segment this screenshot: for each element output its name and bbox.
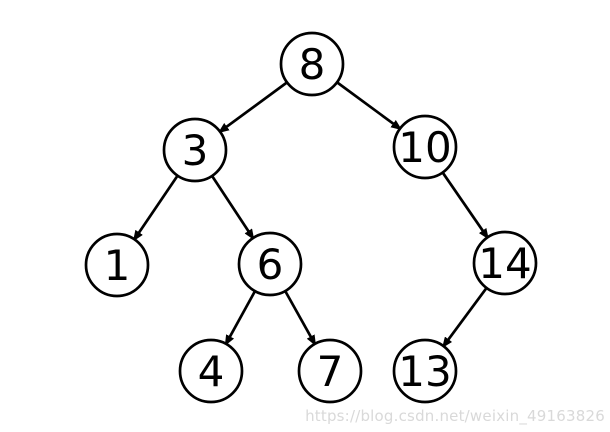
tree-node-4: 4 [178, 338, 244, 404]
node-label: 14 [478, 239, 531, 288]
node-circle [392, 114, 458, 180]
node-circle [162, 117, 228, 183]
node-circle [297, 338, 363, 404]
tree-edge-10-14 [442, 172, 490, 240]
node-circle [472, 230, 538, 296]
node-circle [237, 231, 303, 297]
node-circle [392, 338, 458, 404]
node-circle [178, 338, 244, 404]
node-label: 6 [257, 240, 284, 289]
tree-edge-8-3 [217, 81, 287, 134]
tree-node-8: 8 [279, 31, 345, 97]
node-label: 3 [182, 126, 209, 175]
tree-node-1: 1 [84, 232, 150, 298]
node-label: 13 [398, 347, 451, 396]
tree-node-13: 13 [392, 338, 458, 404]
tree-node-14: 14 [472, 230, 538, 296]
node-label: 10 [398, 123, 451, 172]
tree-edge-14-13 [441, 287, 488, 349]
node-label: 1 [104, 241, 131, 290]
tree-edge-8-10 [337, 81, 403, 131]
node-circle [279, 31, 345, 97]
tree-edge-3-6 [211, 175, 255, 241]
tree-node-10: 10 [392, 114, 458, 180]
tree-edge-6-4 [224, 291, 256, 347]
node-label: 7 [317, 347, 344, 396]
tree-edge-3-1 [132, 175, 179, 242]
tree-node-3: 3 [162, 117, 228, 183]
node-label: 8 [299, 40, 326, 89]
watermark-text: https://blog.csdn.net/weixin_49163826 [305, 407, 605, 425]
tree-edge-6-7 [284, 291, 317, 347]
node-circle [84, 232, 150, 298]
tree-node-7: 7 [297, 338, 363, 404]
node-label: 4 [198, 347, 225, 396]
tree-node-6: 6 [237, 231, 303, 297]
